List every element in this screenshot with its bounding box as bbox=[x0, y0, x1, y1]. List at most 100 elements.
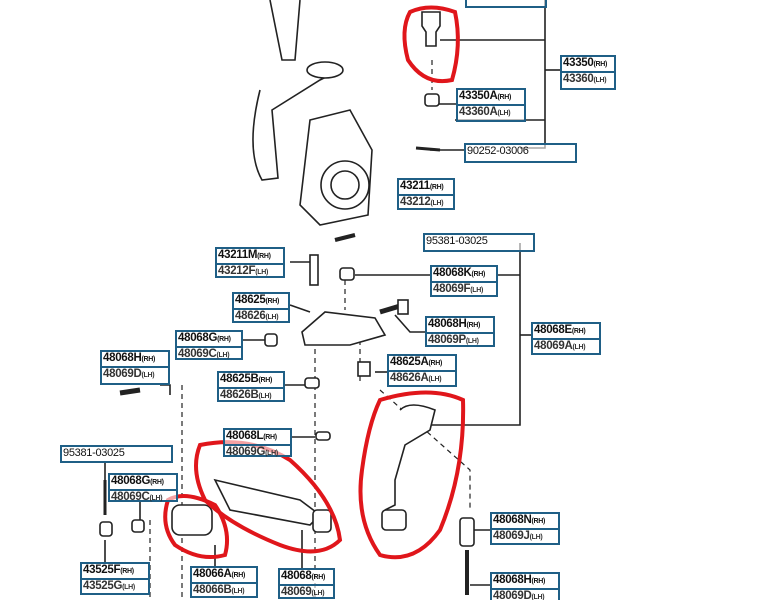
side-indicator: (RH) bbox=[265, 298, 280, 305]
side-indicator: (LH) bbox=[311, 590, 325, 597]
side-indicator: (LH) bbox=[149, 495, 163, 502]
side-indicator: (RH) bbox=[120, 568, 134, 575]
part-number: 48068H(RH) bbox=[102, 352, 168, 368]
side-indicator: (LH) bbox=[141, 372, 155, 379]
highlight-ball-joint bbox=[402, 5, 460, 83]
part-number-alt: 48066B(LH) bbox=[193, 584, 245, 596]
side-indicator: (LH) bbox=[531, 594, 545, 600]
side-indicator: (RH) bbox=[311, 574, 326, 581]
part-label-cutoff bbox=[465, 0, 547, 8]
part-label[interactable]: 48068E(RH)48069A(LH) bbox=[531, 322, 601, 355]
part-number: 43525F(RH) bbox=[82, 564, 148, 580]
part-number-alt: 48069C(LH) bbox=[178, 348, 230, 360]
ball-joint-part bbox=[421, 11, 441, 47]
side-indicator: (LH) bbox=[428, 376, 442, 383]
steering-arm-part bbox=[252, 69, 341, 181]
part-number: 48625B(RH) bbox=[219, 373, 283, 389]
part-number-alt: 43360A(LH) bbox=[459, 106, 511, 118]
part-label[interactable]: 95381-03025 bbox=[423, 233, 535, 252]
tie-rod-end-part bbox=[171, 504, 213, 536]
part-number: 48068N(RH) bbox=[492, 514, 558, 530]
nut-part bbox=[424, 93, 440, 107]
part-number: 43211M(RH) bbox=[217, 249, 283, 265]
side-indicator: (LH) bbox=[529, 534, 543, 541]
side-indicator: (LH) bbox=[572, 344, 586, 351]
side-indicator: (LH) bbox=[122, 584, 135, 591]
part-label[interactable]: 43211(RH)43212(LH) bbox=[397, 178, 455, 210]
part-number-alt: 48069F(LH) bbox=[433, 283, 484, 295]
side-indicator: (LH) bbox=[465, 338, 479, 345]
highlight-idler-arm bbox=[358, 390, 466, 560]
part-label[interactable]: 48068L(RH)48069G(LH) bbox=[223, 428, 292, 458]
side-indicator: (RH) bbox=[429, 184, 444, 191]
part-number-alt: 48069P(LH) bbox=[428, 334, 479, 346]
side-indicator: (RH) bbox=[428, 360, 443, 367]
part-number: 95381-03025 bbox=[63, 447, 125, 459]
part-label[interactable]: 43350(RH)43360(LH) bbox=[560, 55, 616, 90]
highlight-tie-rod-end bbox=[163, 494, 229, 559]
side-indicator: (RH) bbox=[257, 253, 271, 260]
part-label[interactable]: 43350A(RH)43360A(LH) bbox=[456, 88, 526, 122]
part-label[interactable]: 48068K(RH)48069F(LH) bbox=[430, 265, 498, 297]
parts bbox=[99, 0, 475, 595]
part-number: 48068E(RH) bbox=[533, 324, 599, 340]
part-label[interactable]: 48625A(RH)48626A(LH) bbox=[387, 354, 457, 387]
side-indicator: (LH) bbox=[497, 110, 511, 117]
part-number: 48625A(RH) bbox=[389, 356, 455, 372]
side-indicator: (LH) bbox=[231, 588, 245, 595]
part-label[interactable]: 48068G(RH)48069C(LH) bbox=[175, 330, 243, 360]
part-number-alt: 48069G(LH) bbox=[226, 446, 278, 458]
side-indicator: (LH) bbox=[470, 287, 484, 294]
part-label[interactable]: 48068H(RH)48069P(LH) bbox=[425, 316, 495, 347]
part-label[interactable]: 48066A(RH)48066B(LH) bbox=[190, 566, 258, 598]
part-number-alt: 48069J(LH) bbox=[493, 530, 543, 542]
side-indicator: (RH) bbox=[593, 61, 608, 68]
part-label[interactable]: 95381-03025 bbox=[60, 445, 173, 463]
part-label[interactable]: 48068N(RH)48069J(LH) bbox=[490, 512, 560, 545]
part-number: 43211(RH) bbox=[399, 180, 453, 196]
part-number-alt: 48069C(LH) bbox=[111, 491, 163, 503]
part-label[interactable]: 48625B(RH)48626B(LH) bbox=[217, 371, 285, 402]
part-number: 48625(RH) bbox=[234, 294, 288, 310]
part-number: 48068(RH) bbox=[280, 570, 333, 586]
part-number: 48068H(RH) bbox=[427, 318, 493, 334]
part-number: 95381-03025 bbox=[426, 235, 488, 247]
part-label[interactable]: 43211M(RH)43212F(LH) bbox=[215, 247, 285, 278]
side-indicator: (RH) bbox=[531, 578, 546, 585]
part-label[interactable]: 48625(RH)48626(LH) bbox=[232, 292, 290, 323]
side-indicator: (LH) bbox=[255, 269, 269, 276]
part-label[interactable]: 43525F(RH)43525G(LH) bbox=[80, 562, 150, 595]
part-number-alt: 43360(LH) bbox=[563, 73, 607, 85]
part-number-alt: 48069D(LH) bbox=[493, 590, 545, 600]
part-number-alt: 43212F(LH) bbox=[218, 265, 269, 277]
side-indicator: (RH) bbox=[531, 518, 546, 525]
part-number-alt: 48069A(LH) bbox=[534, 340, 586, 352]
side-indicator: (LH) bbox=[258, 393, 272, 400]
strut-part bbox=[269, 0, 301, 61]
bracket-part bbox=[301, 311, 387, 346]
part-number-alt: 48069D(LH) bbox=[103, 368, 155, 380]
part-number: 90252-03006 bbox=[467, 145, 529, 157]
part-number: 48066A(RH) bbox=[192, 568, 256, 584]
side-indicator: (LH) bbox=[265, 450, 278, 457]
side-indicator: (RH) bbox=[263, 434, 277, 441]
part-number: 43350A(RH) bbox=[458, 90, 524, 106]
side-indicator: (RH) bbox=[471, 271, 486, 278]
part-number-alt: 43525G(LH) bbox=[83, 580, 135, 592]
part-number-alt: 48626B(LH) bbox=[220, 389, 272, 401]
part-number: 43350(RH) bbox=[562, 57, 614, 73]
part-label[interactable]: 48068G(RH)48069C(LH) bbox=[108, 473, 178, 503]
part-label[interactable]: 48068H(RH)48069D(LH) bbox=[100, 350, 170, 385]
part-label[interactable]: 90252-03006 bbox=[464, 143, 577, 163]
side-indicator: (RH) bbox=[231, 572, 246, 579]
side-indicator: (LH) bbox=[216, 352, 230, 359]
part-number-alt: 43212(LH) bbox=[400, 196, 444, 208]
part-number-alt: 48626A(LH) bbox=[390, 372, 442, 384]
side-indicator: (RH) bbox=[258, 377, 273, 384]
part-label[interactable]: 48068H(RH)48069D(LH) bbox=[490, 572, 560, 600]
part-number: 48068K(RH) bbox=[432, 267, 496, 283]
part-label[interactable]: 48068(RH)48069(LH) bbox=[278, 568, 335, 599]
part-number: 48068L(RH) bbox=[225, 430, 290, 446]
